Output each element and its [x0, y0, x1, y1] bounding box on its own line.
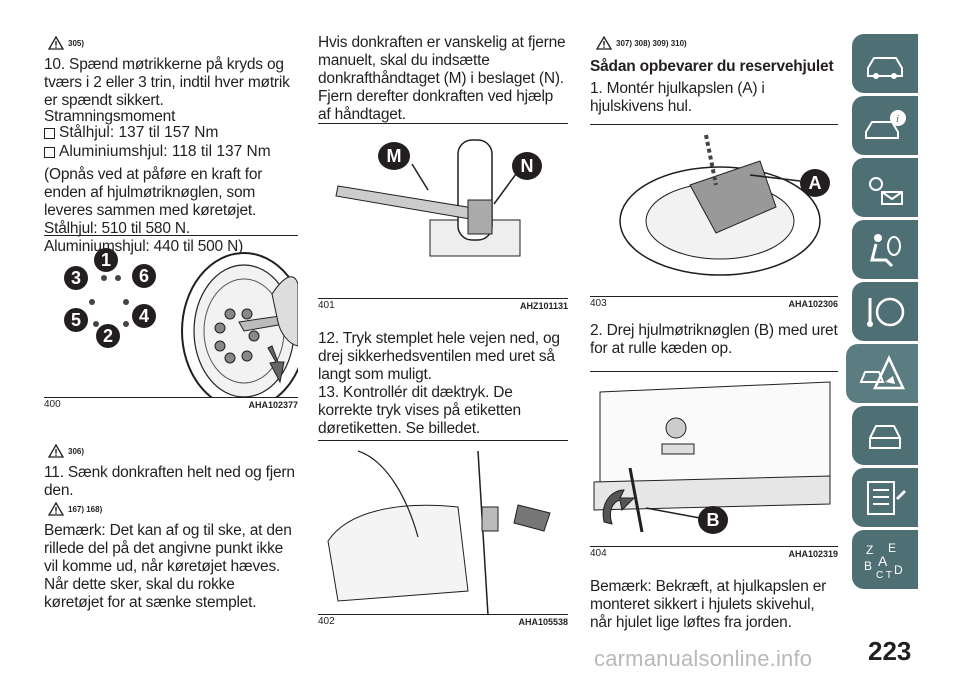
wheel-nut-illustration	[89, 252, 298, 398]
step-12: 12. Tryk stemplet hele vejen ned, og dre…	[318, 330, 560, 383]
step-10: 10. Spænd møtrikkerne på kryds og tværs …	[44, 56, 290, 109]
door-label-illustration	[327, 450, 551, 615]
lights-mail-icon	[869, 176, 903, 205]
step-11: 11. Sænk donkraften helt ned og fjern de…	[44, 464, 295, 499]
torque-steel: Stålhjul: 137 til 157 Nm	[44, 124, 218, 142]
airbag-seat-icon	[870, 233, 901, 267]
warning-ref: 306)	[48, 444, 84, 458]
tab-emergency[interactable]	[846, 344, 918, 403]
svg-text:A: A	[878, 553, 888, 569]
torque-alu: Aluminiumshjul: 118 til 137 Nm	[44, 143, 271, 161]
torque-note: (Opnås ved at påføre en kraft for enden …	[44, 166, 263, 255]
tab-safety[interactable]	[852, 220, 918, 279]
warning-triangle-icon	[48, 36, 64, 50]
tab-driving[interactable]	[852, 282, 918, 341]
label-M: M	[378, 142, 410, 170]
svg-text:i: i	[896, 113, 899, 125]
car-front-icon	[869, 424, 901, 449]
step-1: 1. Montér hjulkapslen (A) i hjulskivens …	[590, 80, 765, 115]
svg-text:B: B	[864, 559, 872, 573]
car-info-icon: i	[865, 109, 906, 139]
warning-ref: 167) 168)	[48, 502, 102, 516]
remark: Bemærk: Bekræft, at hjulkapslen er monte…	[590, 578, 827, 631]
figure-403: A 403 AHA102306	[590, 124, 838, 309]
torque-title: Stramningsmoment	[44, 108, 176, 125]
label-6: 6	[132, 264, 156, 288]
jack-handle-illustration	[335, 139, 521, 257]
car-warning-icon	[859, 354, 905, 389]
tab-maintenance[interactable]	[852, 406, 918, 465]
svg-text:C T: C T	[876, 570, 892, 580]
section-heading: Sådan opbevarer du reservehjulet	[590, 58, 834, 75]
figure-caption: 402 AHA105538	[318, 616, 568, 627]
checkbox-icon	[44, 146, 55, 158]
svg-text:E: E	[888, 541, 896, 555]
label-A: A	[800, 169, 830, 197]
figure-402: 402 AHA105538	[318, 440, 568, 627]
figure-401: M N 401 AHZ101131	[318, 123, 568, 311]
label-4: 4	[132, 304, 156, 328]
step-2: 2. Drej hjulmøtriknøglen (B) med uret fo…	[590, 322, 838, 357]
label-B: B	[698, 506, 728, 534]
label-N: N	[512, 152, 542, 180]
figure-400: 1 2 3 4 5 6 400 AHA102377	[44, 235, 298, 410]
tailgate-wrench-illustration	[593, 381, 831, 533]
figure-404: B 404 AHA102319	[590, 371, 838, 559]
figure-caption: 403 AHA102306	[590, 298, 838, 309]
tab-lights[interactable]	[852, 158, 918, 217]
page-number: 223	[868, 636, 912, 666]
watermark: carmanualsonline.info	[594, 646, 813, 671]
warning-triangle-icon	[596, 36, 612, 50]
figure-caption: 401 AHZ101131	[318, 300, 568, 311]
jack-removal-text: Hvis donkraften er vanskelig at fjerne m…	[318, 34, 566, 123]
step-13: 13. Kontrollér dit dæktryk. De korrekte …	[318, 384, 521, 437]
label-3: 3	[64, 266, 88, 290]
tab-info[interactable]: i	[852, 96, 918, 155]
checkbox-icon	[44, 127, 55, 139]
warning-ref: 305)	[48, 36, 84, 50]
warning-triangle-icon	[48, 444, 64, 458]
info-triangle-icon	[48, 502, 64, 516]
figure-caption: 400 AHA102377	[44, 399, 298, 410]
label-5: 5	[64, 308, 88, 332]
remark: Bemærk: Det kan af og til ske, at den ri…	[44, 522, 292, 611]
tab-specs[interactable]	[852, 468, 918, 527]
svg-text:Z: Z	[866, 543, 873, 557]
label-1: 1	[94, 248, 118, 272]
wheel-cap-illustration	[619, 134, 821, 276]
svg-text:D: D	[894, 563, 903, 577]
warning-ref: 307) 308) 309) 310)	[596, 36, 687, 50]
figure-caption: 404 AHA102319	[590, 548, 838, 559]
tab-dashboard[interactable]	[852, 34, 918, 93]
steering-key-icon	[867, 297, 905, 327]
service-list-icon	[867, 480, 906, 515]
label-2: 2	[96, 324, 120, 348]
car-dashboard-icon	[867, 56, 903, 79]
